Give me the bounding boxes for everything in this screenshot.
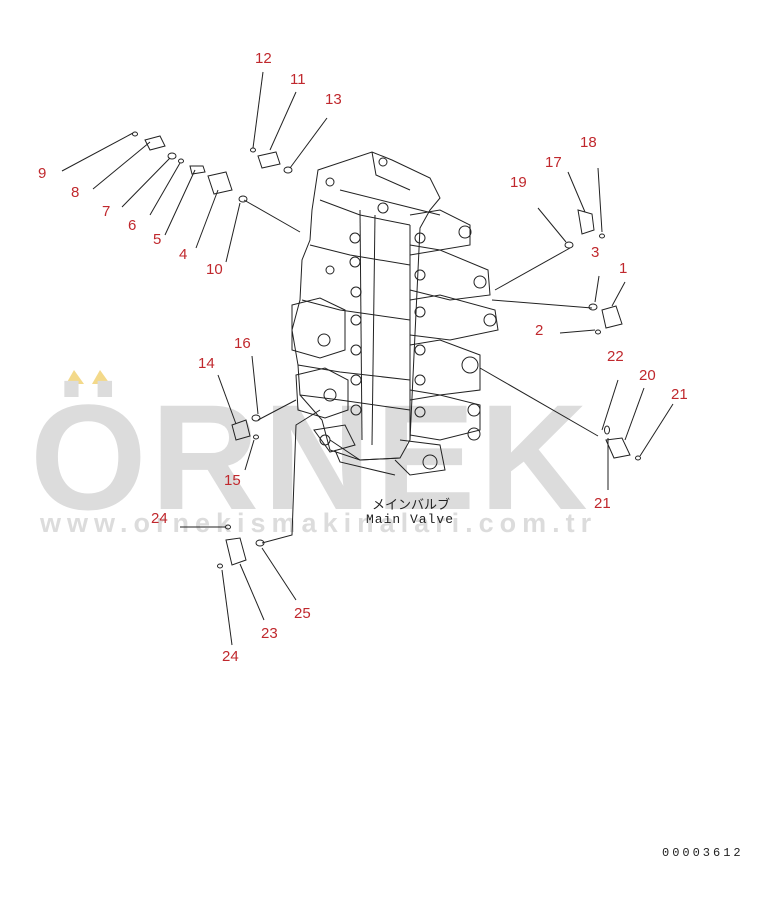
callout-14: 14 [198, 355, 215, 372]
callout-4: 4 [179, 246, 188, 263]
watermark-url: www.ornekismakinalari.com.tr [40, 508, 598, 538]
callout-3: 3 [591, 244, 600, 261]
callout-22: 22 [607, 348, 624, 365]
callout-24-upper: 24 [151, 510, 168, 527]
callout-24-lower: 24 [222, 648, 239, 665]
callout-15: 15 [224, 472, 241, 489]
callout-12: 12 [255, 50, 272, 67]
callout-9: 9 [38, 165, 47, 182]
callout-2: 2 [535, 322, 544, 339]
callout-17: 17 [545, 154, 562, 171]
drawing-number: 00003612 [662, 846, 744, 860]
callout-21-lower: 21 [594, 495, 611, 512]
callout-23: 23 [261, 625, 278, 642]
callout-6: 6 [128, 217, 137, 234]
callout-7: 7 [102, 203, 111, 220]
callout-16: 16 [234, 335, 251, 352]
callout-1: 1 [619, 260, 628, 277]
callout-8: 8 [71, 184, 80, 201]
callout-18: 18 [580, 134, 597, 151]
callout-25: 25 [294, 605, 311, 622]
callout-5: 5 [153, 231, 162, 248]
watermark-accent [66, 370, 118, 389]
callout-19: 19 [510, 174, 527, 191]
callout-10: 10 [206, 261, 223, 278]
callout-11: 11 [290, 71, 306, 88]
callout-13: 13 [325, 91, 342, 108]
callout-20: 20 [639, 367, 656, 384]
callout-21-upper: 21 [671, 386, 688, 403]
main-valve-label-japanese: メインバルブ [372, 498, 451, 513]
watermark-brand: ÖRNEK [30, 373, 592, 541]
main-valve-label-english: Main Valve [366, 512, 455, 527]
